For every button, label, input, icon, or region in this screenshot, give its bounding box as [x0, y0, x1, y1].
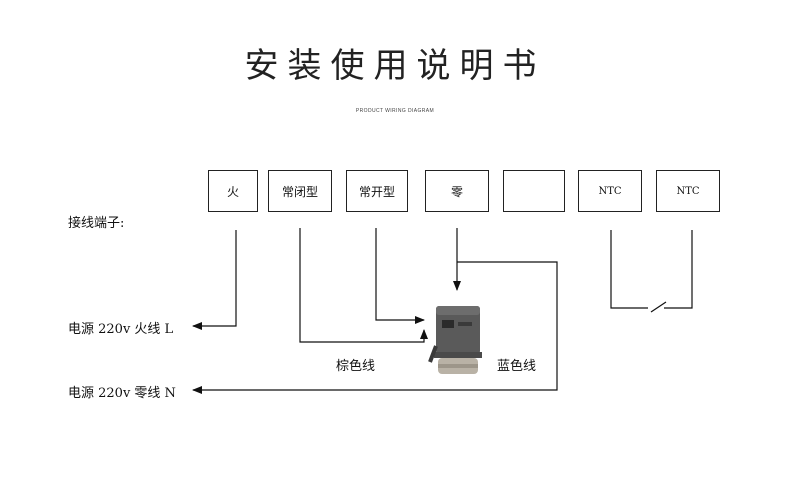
- terminal-live: 火: [208, 170, 258, 212]
- page-title: 安装使用说明书: [244, 46, 546, 86]
- terminal-neutral: 零: [425, 170, 489, 212]
- page-subtitle: PRODUCT WIRING DIAGRAM: [355, 108, 435, 114]
- power-neutral-label: 电源 220v 零线 N: [68, 386, 176, 401]
- actuator-motor-image: [428, 306, 482, 374]
- wire-normally-open: [375, 228, 425, 324]
- wire-normally-closed: [299, 228, 428, 343]
- terminal-blank: [503, 170, 565, 212]
- terminal-normally-closed: 常闭型: [268, 170, 332, 212]
- wire-neutral: [192, 261, 558, 394]
- terminal-ntc-2: NTC: [656, 170, 720, 212]
- blue-wire-label: 蓝色线: [497, 359, 537, 374]
- terminal-normally-open: 常开型: [346, 170, 408, 212]
- power-live-label: 电源 220v 火线 L: [68, 322, 174, 337]
- terminal-heading: 接线端子:: [68, 216, 125, 231]
- brown-wire-label: 棕色线: [336, 359, 376, 374]
- wire-live: [192, 230, 237, 330]
- terminal-ntc-1: NTC: [578, 170, 642, 212]
- wire-ntc-switch: [610, 230, 693, 313]
